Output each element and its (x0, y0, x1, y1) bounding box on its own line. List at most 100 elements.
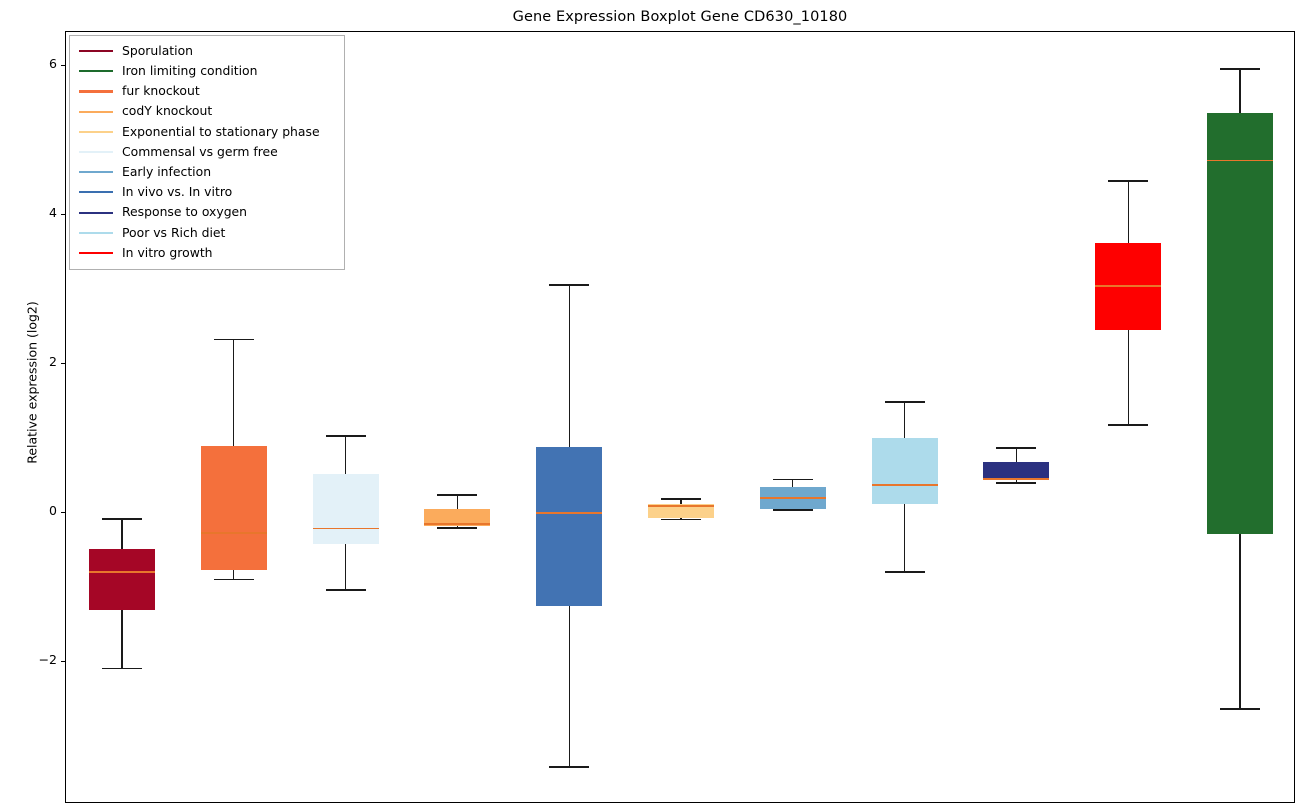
y-axis-label: Relative expression (log2) (24, 301, 40, 464)
median-line (983, 477, 1050, 480)
upper-whisker (568, 285, 570, 448)
lower-cap (325, 588, 366, 591)
upper-cap (549, 284, 590, 286)
box-rect (424, 509, 491, 526)
y-tick-mark (60, 511, 65, 513)
boxplot-box[interactable] (871, 32, 938, 802)
upper-whisker (344, 436, 347, 475)
lower-whisker (456, 525, 459, 528)
upper-cap (884, 401, 925, 403)
lower-whisker (568, 606, 570, 768)
boxplot-box[interactable] (312, 32, 379, 802)
upper-whisker (903, 401, 906, 438)
upper-whisker (1015, 448, 1018, 462)
box-rect (88, 548, 155, 610)
box-rect (983, 461, 1050, 481)
legend-item-label: In vitro growth (122, 244, 213, 260)
legend-item-label: Poor vs Rich diet (122, 224, 226, 240)
median-line (424, 523, 491, 525)
y-tick-label: 0 (49, 503, 57, 518)
lower-cap (996, 482, 1037, 484)
y-tick-mark (60, 64, 65, 66)
upper-cap (1220, 68, 1261, 70)
boxplot-box[interactable] (1207, 32, 1274, 802)
lower-whisker (903, 504, 906, 572)
legend-color-swatch (79, 171, 113, 174)
legend-color-swatch (79, 50, 113, 53)
boxplot-box[interactable] (759, 32, 826, 802)
upper-whisker (1127, 180, 1129, 243)
box-rect (536, 447, 603, 607)
y-tick-label: −2 (38, 652, 57, 667)
y-tick-mark (60, 660, 65, 662)
legend-item[interactable]: Poor vs Rich diet (79, 223, 335, 243)
boxplot-box[interactable] (536, 32, 603, 802)
legend-item[interactable]: In vivo vs. In vitro (79, 182, 335, 202)
lower-cap (213, 578, 254, 581)
boxplot-box[interactable] (1095, 32, 1162, 802)
legend-item-label: fur knockout (122, 83, 200, 99)
upper-whisker (456, 495, 459, 510)
upper-whisker (680, 498, 682, 505)
legend-color-swatch (79, 211, 113, 214)
box-rect (312, 474, 379, 545)
box-rect (1207, 112, 1274, 534)
lower-cap (549, 766, 590, 768)
lower-whisker (1239, 533, 1241, 709)
boxplot-box[interactable] (983, 32, 1050, 802)
box-rect (648, 504, 714, 519)
legend-item-label: Response to oxygen (122, 204, 248, 220)
boxplot-box[interactable] (424, 32, 491, 802)
lower-cap (884, 571, 925, 573)
upper-cap (213, 338, 254, 341)
median-line (536, 512, 603, 514)
legend-item[interactable]: Early infection (79, 162, 335, 182)
legend-color-swatch (79, 231, 113, 234)
lower-cap (661, 518, 701, 521)
legend-item[interactable]: Exponential to stationary phase (79, 122, 335, 142)
boxplot-box[interactable] (648, 32, 714, 802)
legend-item-label: Sporulation (122, 42, 194, 58)
upper-cap (1108, 179, 1149, 182)
lower-whisker (1127, 330, 1129, 426)
upper-cap (325, 435, 366, 438)
legend-item-label: In vivo vs. In vitro (122, 184, 233, 200)
legend-item[interactable]: Sporulation (79, 41, 335, 61)
legend-item[interactable]: fur knockout (79, 81, 335, 101)
lower-whisker (344, 544, 347, 590)
legend-color-swatch (79, 130, 113, 133)
upper-whisker (792, 479, 794, 487)
upper-cap (437, 494, 478, 496)
legend-color-swatch (79, 191, 113, 194)
boxplot-box[interactable] (88, 32, 155, 802)
legend-item-label: Early infection (122, 164, 212, 180)
legend-item[interactable]: Iron limiting condition (79, 61, 335, 81)
upper-cap (661, 498, 701, 500)
y-tick-label: 6 (49, 56, 57, 71)
median-line (759, 497, 826, 499)
legend-item[interactable]: In vitro growth (79, 243, 335, 263)
box-rect (871, 437, 938, 505)
legend-item-label: Exponential to stationary phase (122, 123, 320, 139)
upper-whisker (1239, 68, 1241, 113)
boxplot-box[interactable] (200, 32, 267, 802)
upper-whisker (233, 339, 235, 446)
lower-cap (437, 527, 478, 529)
legend-item[interactable]: Response to oxygen (79, 203, 335, 223)
median-line (648, 505, 714, 508)
legend-color-swatch (79, 110, 113, 113)
legend-color-swatch (79, 90, 113, 93)
legend-item[interactable]: Commensal vs germ free (79, 142, 335, 162)
y-tick-label: 2 (49, 354, 57, 369)
lower-cap (101, 667, 142, 670)
legend-color-swatch (79, 70, 113, 73)
box-rect (200, 445, 267, 571)
legend-item-label: codY knockout (122, 103, 213, 119)
legend-item[interactable]: codY knockout (79, 102, 335, 122)
median-line (871, 483, 938, 486)
page-title: Gene Expression Boxplot Gene CD630_10180 (512, 9, 848, 25)
y-tick-mark (60, 213, 65, 215)
median-line (200, 532, 267, 534)
legend-item-label: Commensal vs germ free (122, 143, 278, 159)
